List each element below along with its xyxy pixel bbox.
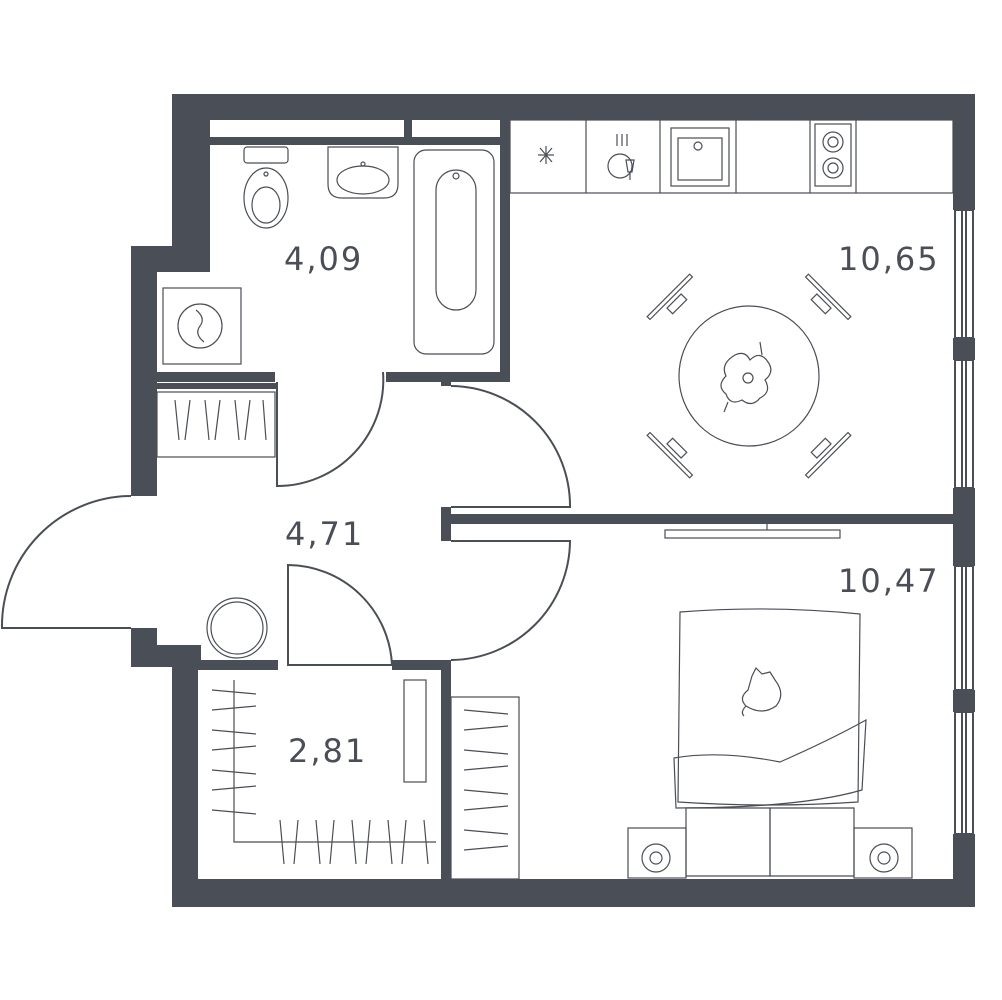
cat-icon (741, 666, 782, 717)
walls (131, 94, 975, 907)
dining-table-icon (646, 273, 852, 479)
dishwasher-icon (607, 134, 635, 180)
washbasin-icon (327, 146, 399, 199)
toilet-icon (243, 146, 289, 229)
bathtub-icon (413, 149, 495, 355)
doors (0, 371, 572, 666)
sink-icon (670, 127, 730, 187)
fridge-icon (538, 146, 554, 164)
kitchen-counter (509, 119, 954, 194)
bedroom-area-label: 10,47 (838, 562, 940, 600)
round-mirror-icon (206, 597, 268, 659)
washing-machine-icon (162, 287, 242, 365)
radiator-icon (627, 827, 913, 879)
bedroom-wardrobe (450, 696, 520, 880)
shoe-rack-icon (156, 391, 276, 458)
windows (954, 209, 974, 835)
bathroom-area-label: 4,09 (284, 240, 363, 278)
tv-icon (664, 524, 841, 539)
stove-icon (814, 123, 852, 187)
hallway-area-label: 4,71 (285, 515, 364, 553)
kitchen-area-label: 10,65 (838, 240, 940, 278)
wardrobe-area-label: 2,81 (288, 732, 367, 770)
bed-icon (673, 608, 867, 877)
wardrobe-rails-icon (211, 679, 436, 865)
